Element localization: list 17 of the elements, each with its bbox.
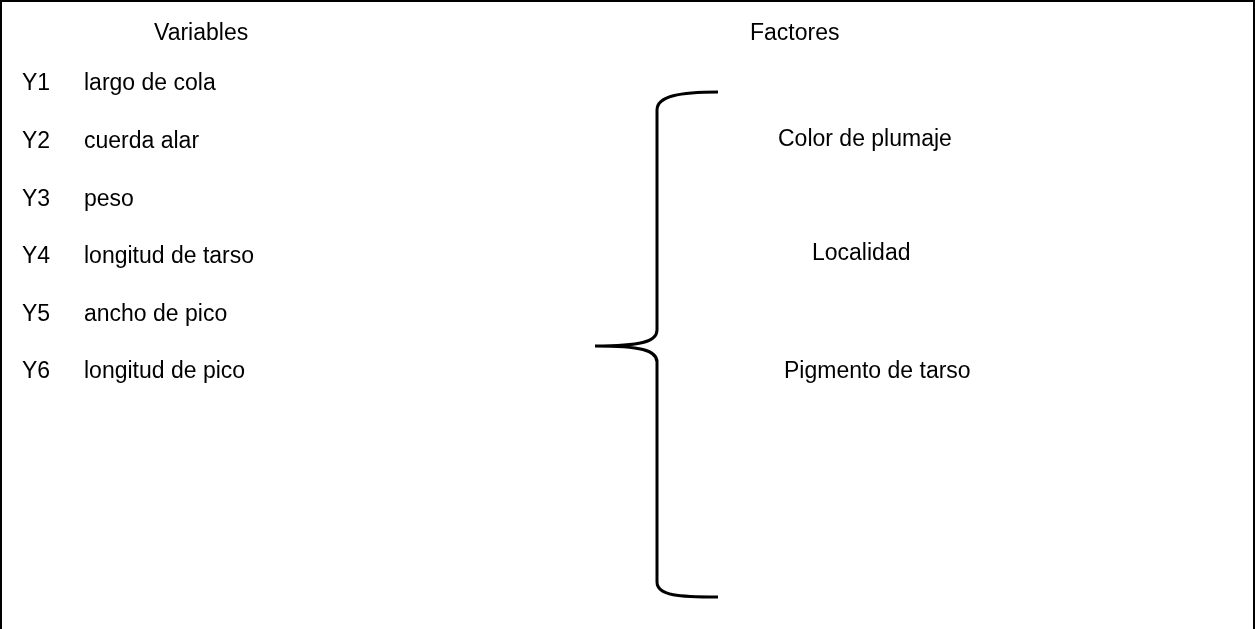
label-text: ancho de pico	[84, 299, 228, 327]
label-text: longitud de tarso	[84, 241, 255, 269]
label-text: Y3	[22, 184, 51, 212]
label-text: Y6	[22, 356, 51, 384]
label-text: cuerda alar	[84, 126, 200, 154]
label-text: Color de plumaje	[778, 124, 952, 152]
label-text: Localidad	[812, 238, 911, 266]
label-text: Variables	[154, 18, 249, 46]
label-text: Y2	[22, 126, 51, 154]
label-text: largo de cola	[84, 68, 216, 96]
label-text: Y1	[22, 68, 51, 96]
label-text: longitud de pico	[84, 356, 246, 384]
label-text: Pigmento de tarso	[784, 356, 971, 384]
label-text: Factores	[750, 18, 840, 46]
label-text: Y5	[22, 299, 51, 327]
label-text: Y4	[22, 241, 51, 269]
label-text: peso	[84, 184, 134, 212]
